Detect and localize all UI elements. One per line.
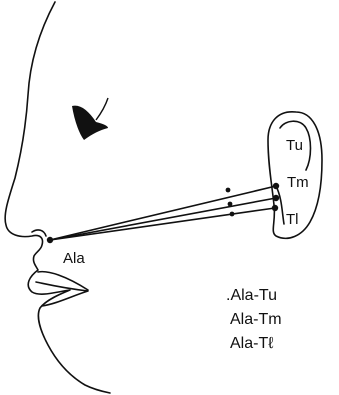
face-profile-outline	[5, 2, 110, 393]
eyelid-line	[96, 98, 108, 120]
point-tl	[272, 205, 278, 211]
ear-lobe-line	[276, 186, 284, 224]
legend-item-ala-tu: .Ala-Tu	[226, 287, 277, 304]
point-mid-1	[226, 188, 231, 193]
legend-item-ala-tm: Ala-Tm	[230, 311, 282, 328]
label-tu: Tu	[286, 137, 303, 154]
point-ala	[47, 237, 53, 243]
point-tm	[273, 195, 279, 201]
label-tl: Tl	[286, 211, 299, 228]
point-tu	[273, 183, 279, 189]
label-ala: Ala	[63, 250, 85, 267]
line-ala-tm	[50, 198, 276, 240]
point-mid-3	[230, 212, 235, 217]
label-tm: Tm	[287, 174, 309, 191]
point-mid-2	[228, 202, 233, 207]
legend-item-ala-tl: Ala-Tℓ	[230, 335, 273, 352]
